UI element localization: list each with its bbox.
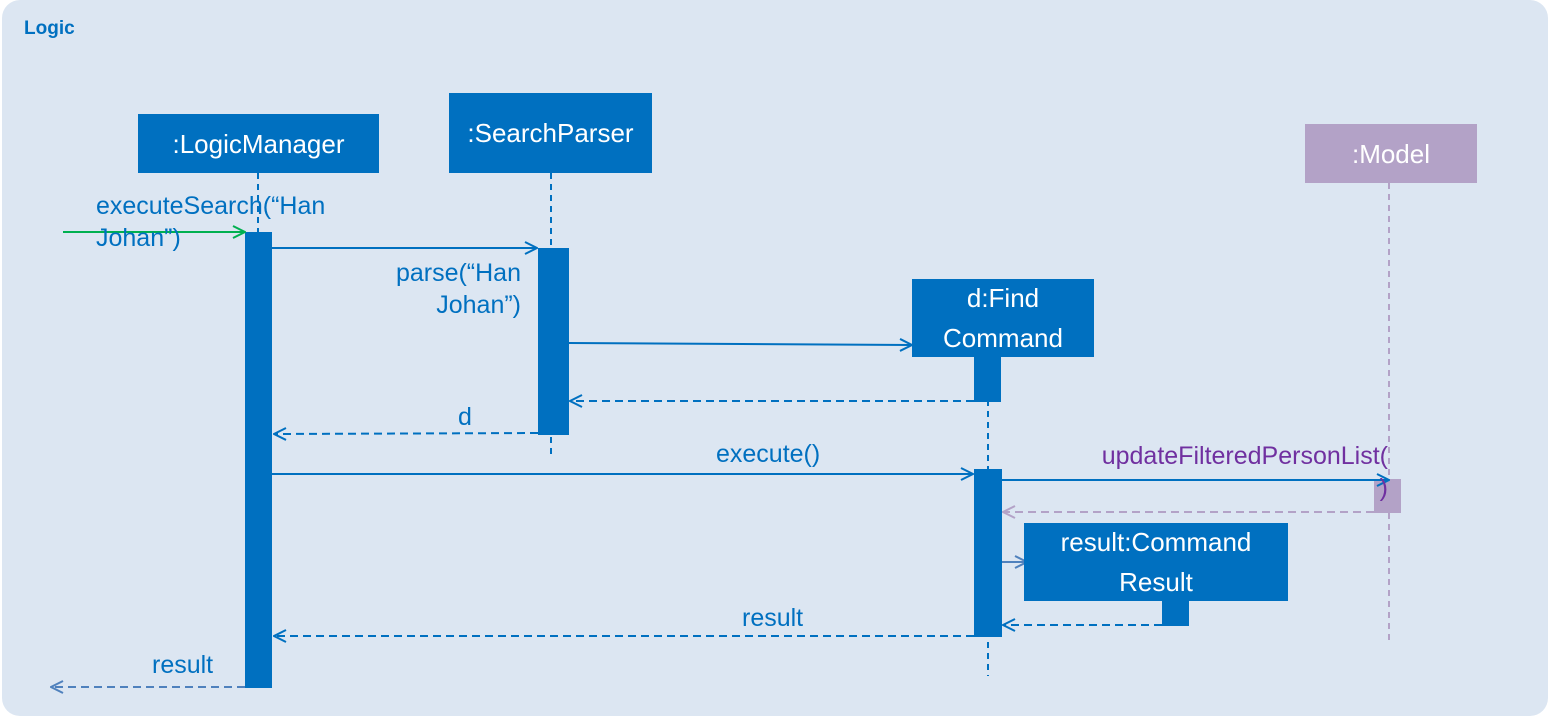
- label-update-filtered: updateFilteredPersonList( ): [1101, 442, 1388, 502]
- participant-find-command: d:Find Command: [912, 279, 1094, 357]
- activation-find-command: [974, 469, 1002, 637]
- arrow-create-find-command: [568, 343, 911, 345]
- label-return-d: d: [458, 403, 472, 431]
- activation-command-result: [1162, 600, 1189, 626]
- label-execute-search: executeSearch(“Han Johan”): [96, 192, 326, 252]
- activation-search-parser: [538, 248, 569, 435]
- participant-model: :Model: [1305, 124, 1477, 183]
- activation-logic-manager: [245, 232, 272, 688]
- label-return-result-outer: result: [152, 651, 214, 679]
- label-execute: execute(): [716, 440, 821, 468]
- label-parse: parse(“Han Johan”): [395, 259, 521, 319]
- label-return-result-inner: result: [742, 604, 804, 632]
- participant-search-parser: :SearchParser: [449, 93, 652, 173]
- participant-logic-manager: :LogicManager: [138, 114, 379, 173]
- arrow-return-d: [275, 433, 539, 434]
- frame-title: Logic: [24, 18, 75, 39]
- activation-find-command-create: [974, 357, 1001, 402]
- participant-command-result: result:Command Result: [1024, 523, 1288, 601]
